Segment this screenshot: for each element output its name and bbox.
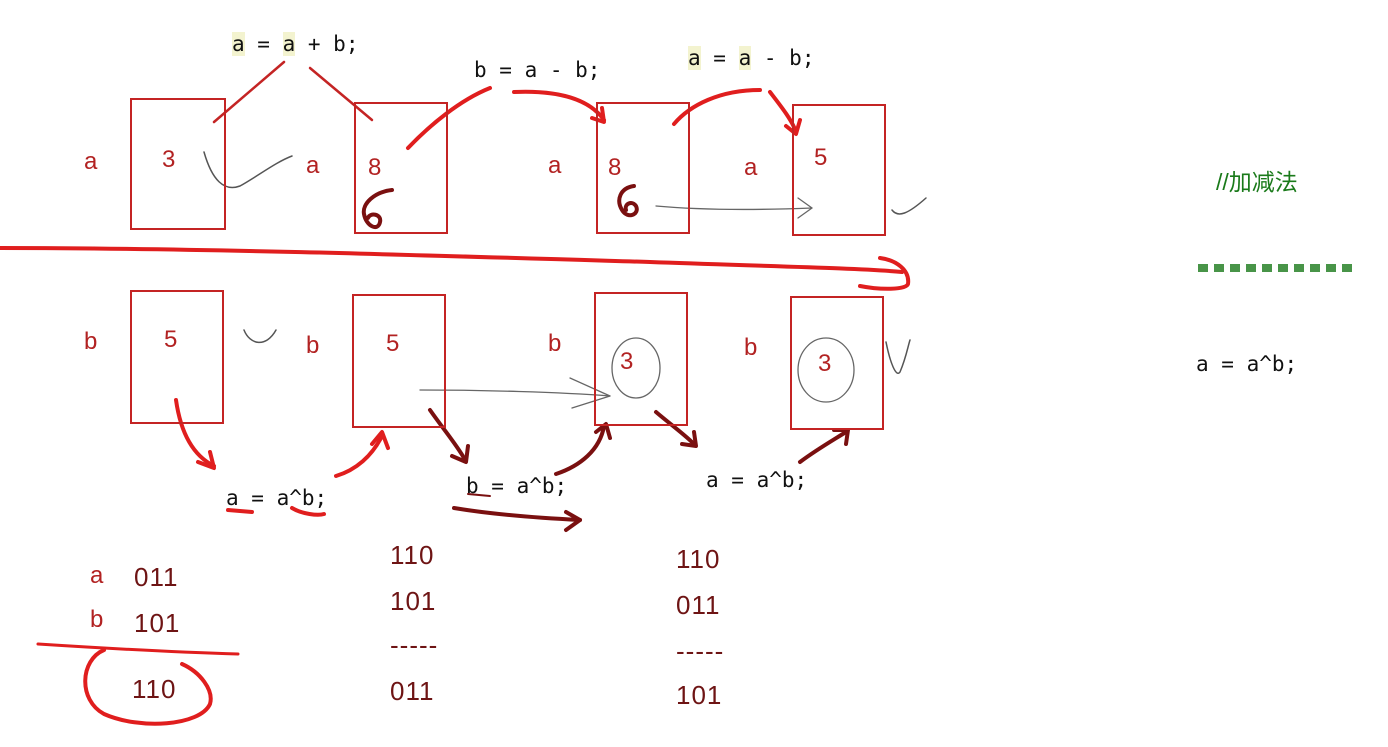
binary-col2-result: 011 — [390, 676, 435, 706]
binary-col3-line2: 011 — [676, 590, 721, 620]
var-label-bottom-2: b — [306, 332, 320, 359]
var-label-bottom-4: b — [744, 334, 758, 361]
code-sub-b: b = a - b; — [474, 58, 601, 82]
ink-arrow-sub-b-out — [512, 89, 606, 122]
ink-arrow-b-down — [174, 398, 216, 468]
box-bottom-1 — [130, 290, 224, 424]
ink-underline-b — [467, 493, 491, 497]
code-xor-b: b = a^b; — [466, 474, 568, 498]
binary-col2-line2: 101 — [390, 586, 437, 616]
box-value-top-2: 8 — [368, 154, 382, 181]
code-xor-a1: a = a^b; — [226, 486, 328, 510]
code-add: a = a + b; — [232, 32, 359, 56]
ink-check-1 — [203, 151, 293, 189]
var-label-top-1: a — [84, 148, 98, 175]
box-value-bottom-2: 5 — [386, 330, 400, 357]
binary-col3-result: 101 — [676, 680, 723, 710]
box-bottom-3 — [594, 292, 688, 426]
box-value-bottom-3: 3 — [620, 348, 634, 375]
var-label-top-3: a — [548, 152, 562, 179]
comment-add-sub: //加减法 — [1216, 169, 1298, 195]
ink-check-3 — [885, 339, 911, 375]
ink-underline-a1 — [226, 508, 254, 514]
binary-col1-result: 110 — [132, 674, 177, 704]
binary-col2-separator: ----- — [390, 630, 439, 660]
ink-line-add-right — [308, 66, 374, 122]
ink-separator-line — [0, 246, 904, 274]
box-top-4 — [792, 104, 886, 236]
box-value-bottom-4: 3 — [818, 350, 832, 377]
code-xor-a2: a = a^b; — [706, 468, 808, 492]
ink-arrow-sub-a-in — [672, 88, 762, 126]
binary-col3-separator: ----- — [676, 636, 725, 666]
ink-circle-3-a — [611, 337, 661, 399]
ink-underline-a2 — [290, 506, 326, 517]
ink-arrow-xor-a1-up — [334, 434, 384, 478]
ink-arrow-xor-b-up — [554, 424, 606, 476]
box-value-bottom-1: 5 — [164, 326, 178, 353]
ink-check-2 — [243, 329, 277, 344]
var-label-top-4: a — [744, 154, 758, 181]
binary-col1-a: 011 — [134, 562, 179, 592]
code-right-xor: a = a^b; — [1196, 352, 1298, 376]
binary-col1-b: 101 — [134, 608, 181, 638]
ink-circle-3-b — [797, 337, 855, 403]
ink-arrow-sub-a-out — [768, 90, 798, 134]
ink-arrow-xor-a2-up — [798, 430, 848, 464]
ink-binary-line — [36, 642, 240, 656]
ink-six-2 — [617, 184, 639, 218]
box-top-2 — [354, 102, 448, 234]
var-label-bottom-1: b — [84, 328, 98, 355]
comment-cropped — [1198, 256, 1354, 272]
box-value-top-3: 8 — [608, 154, 622, 181]
var-label-bottom-3: b — [548, 330, 562, 357]
box-top-1 — [130, 98, 226, 230]
binary-label-a: a — [90, 562, 104, 589]
ink-thin-arrow-bottom — [419, 389, 611, 397]
ink-binary-circle — [83, 648, 213, 726]
binary-label-b: b — [90, 606, 104, 633]
ink-six-1 — [361, 188, 394, 230]
box-bottom-2 — [352, 294, 446, 428]
binary-col2-line1: 110 — [390, 540, 435, 570]
binary-col3-line1: 110 — [676, 544, 721, 574]
box-bottom-4 — [790, 296, 884, 430]
var-label-top-2: a — [306, 152, 320, 179]
box-top-3 — [596, 102, 690, 234]
ink-arrow-b2-down — [428, 408, 466, 460]
box-value-top-4: 5 — [814, 144, 828, 171]
ink-arrow-xor-b-right — [452, 506, 582, 522]
ink-check-4 — [891, 197, 927, 215]
ink-arrow-b3-down — [654, 410, 696, 446]
box-value-top-1: 3 — [162, 146, 176, 173]
code-sub-a: a = a - b; — [688, 46, 815, 70]
